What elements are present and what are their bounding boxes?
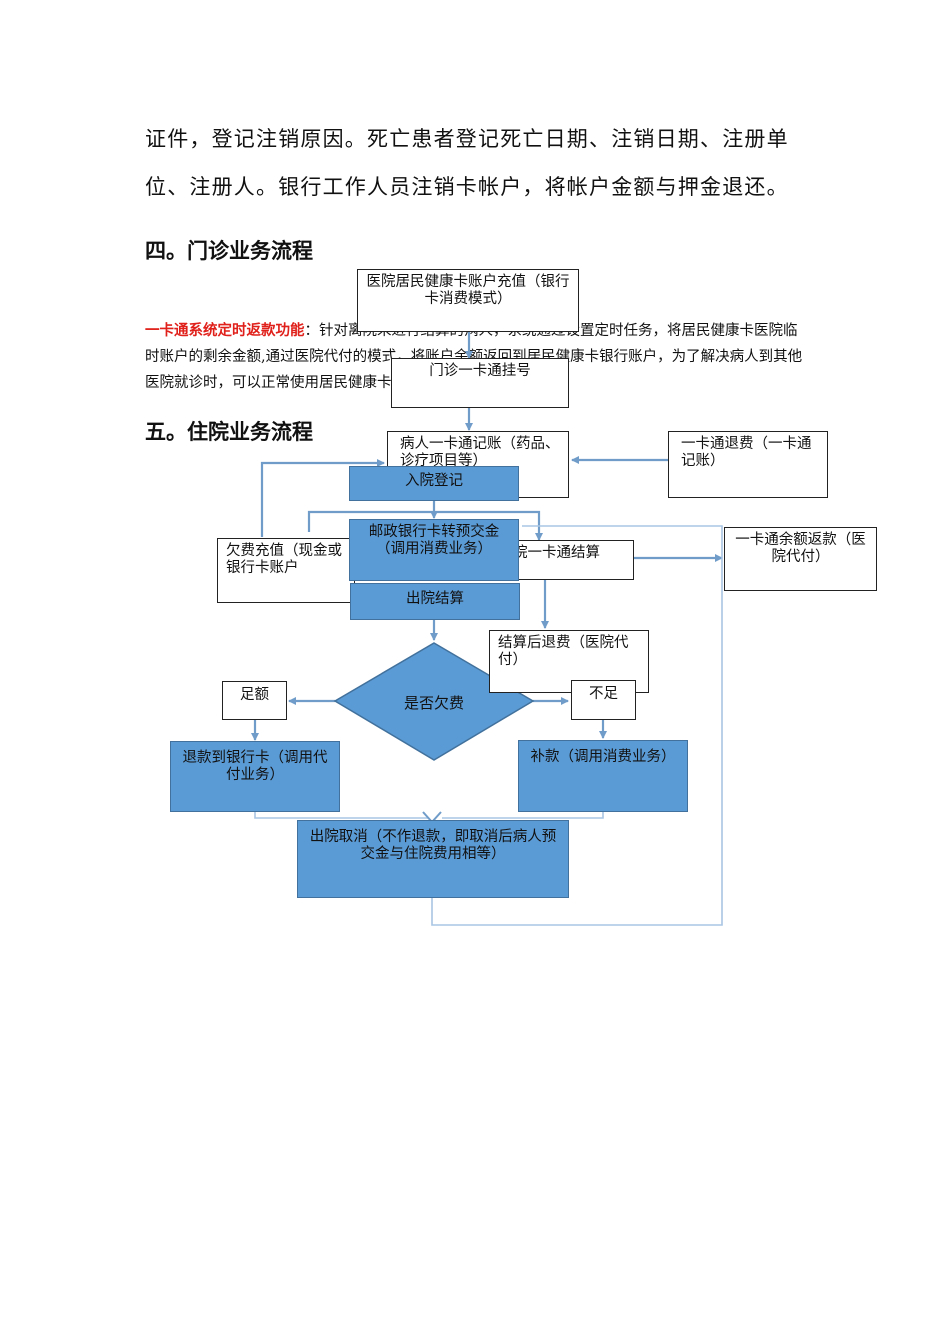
arrears-topup-box: 欠费充值（现金或银行卡账户 <box>217 538 355 603</box>
card-settle-box: 院一卡通结算 <box>504 540 634 580</box>
short-box: 不足 <box>571 680 636 720</box>
postal-prepay-box: 邮政银行卡转预交金（调用消费业务） <box>349 519 519 581</box>
card-refund-box: 一卡通退费（一卡通记账） <box>668 431 828 498</box>
decision-label: 是否欠费 <box>403 694 464 712</box>
register-box: 门诊一卡通挂号 <box>391 358 569 408</box>
balance-return-box: 一卡通余额返款（医院代付） <box>724 527 877 591</box>
section-5-heading: 五。住院业务流程 <box>145 420 313 444</box>
paragraph-line-1: 证件，登记注销原因。死亡患者登记死亡日期、注销日期、注册单 <box>145 127 789 151</box>
recharge-box: 医院居民健康卡账户充值（银行卡消费模式） <box>357 269 579 332</box>
refund-bank-box: 退款到银行卡（调用代付业务） <box>170 741 340 812</box>
discharge-cancel-box: 出院取消（不作退款，即取消后病人预交金与住院费用相等） <box>297 820 569 898</box>
section-4-heading: 四。门诊业务流程 <box>145 239 313 263</box>
discharge-settle-box: 出院结算 <box>350 583 520 620</box>
paragraph-line-2: 位、注册人。银行工作人员注销卡帐户，将帐户金额与押金退还。 <box>145 175 789 199</box>
note-red-label: 一卡通系统定时返款功能 <box>145 323 305 339</box>
enough-box: 足额 <box>222 681 287 720</box>
admission-box: 入院登记 <box>349 466 519 501</box>
supplement-box: 补款（调用消费业务） <box>518 740 688 812</box>
